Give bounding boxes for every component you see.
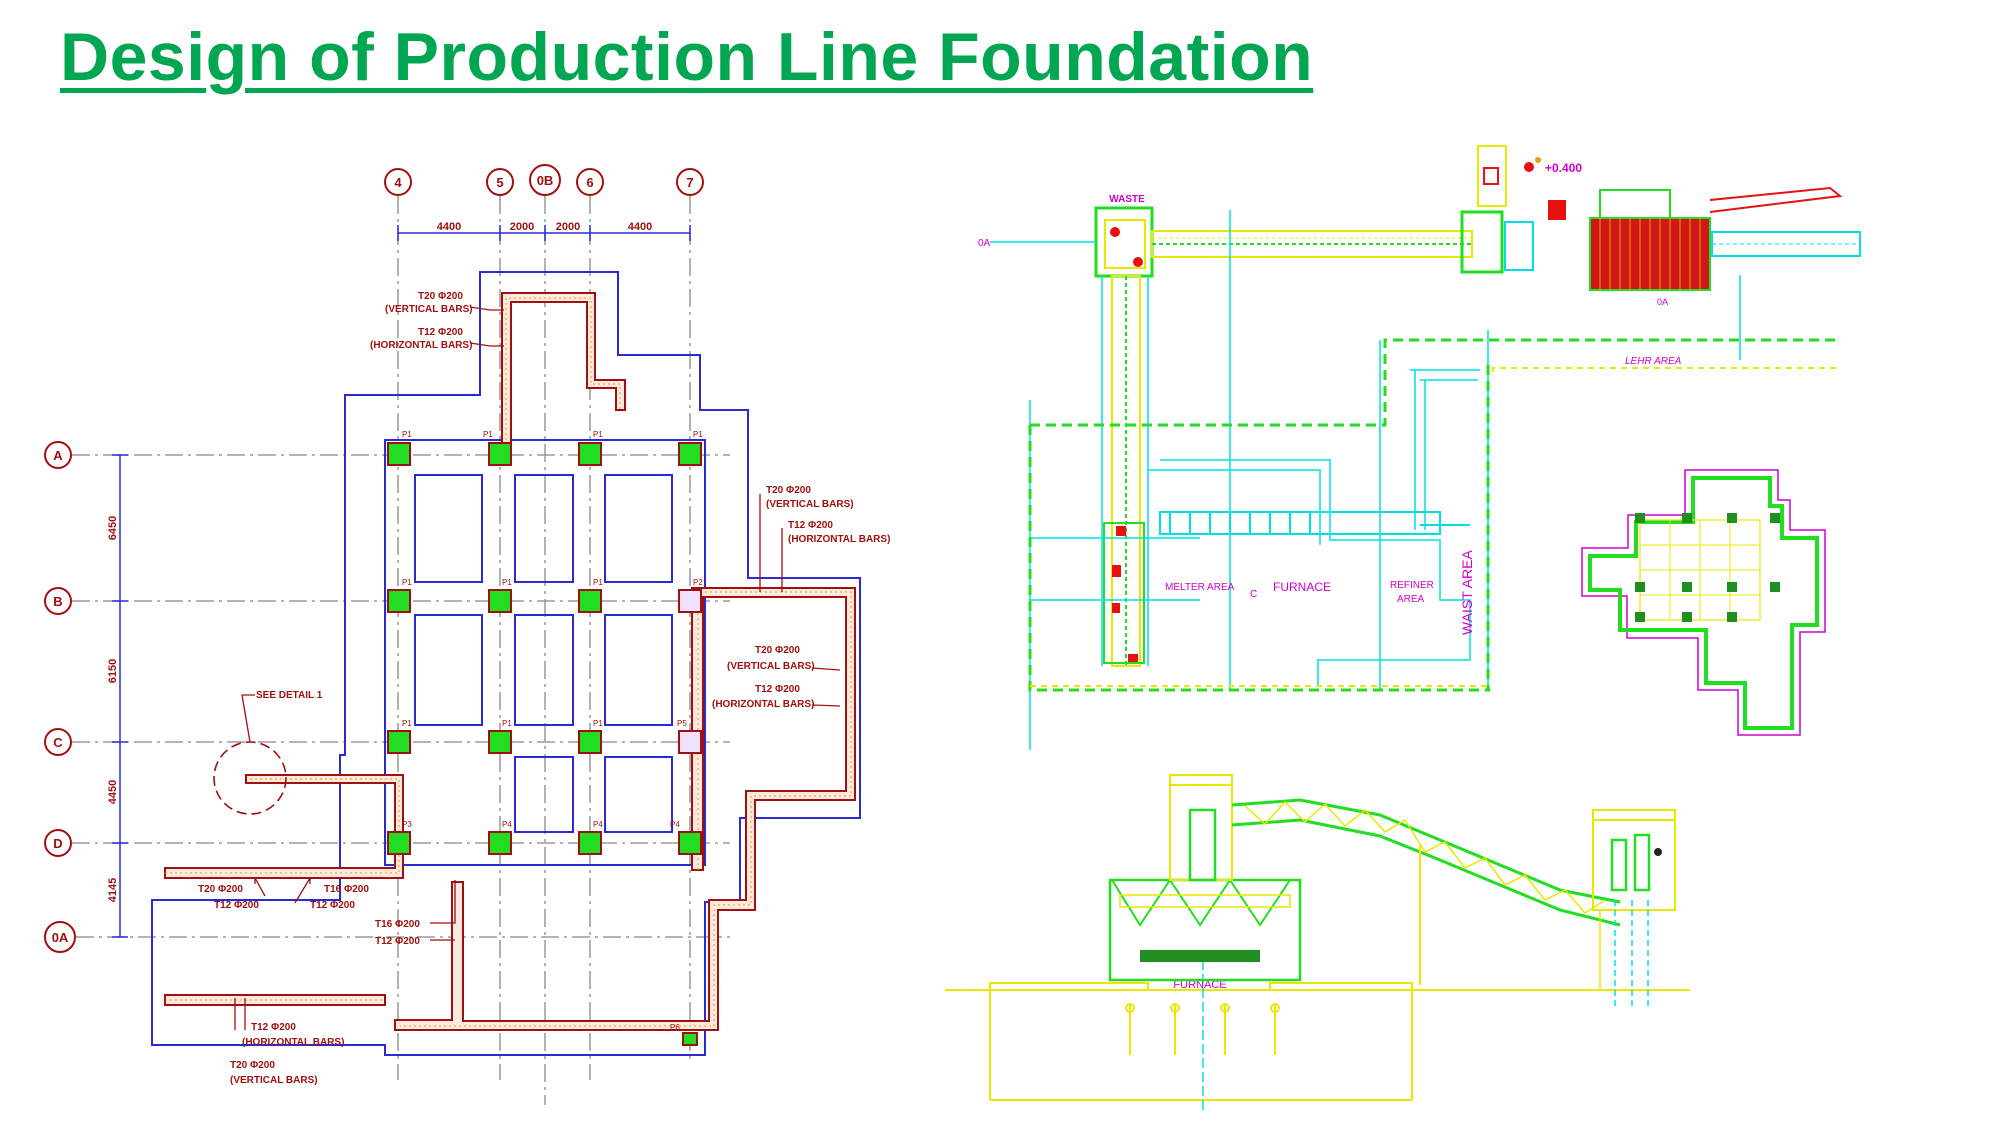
callout-text: T20 Φ200 — [198, 884, 243, 895]
grid-column-bubbles — [384, 164, 704, 196]
pit-boundary — [384, 439, 706, 866]
machine-box — [1477, 145, 1507, 207]
callout-text: T20 Φ200 — [766, 485, 811, 496]
callout-text: T12 Φ200 — [755, 684, 800, 695]
callout-text: (HORIZONTAL BARS) — [370, 340, 472, 351]
callout-text: T12 Φ200 — [375, 936, 420, 947]
refiner-label: REFINER — [1390, 580, 1434, 591]
dim-row-1: 6450 — [107, 516, 119, 540]
grid-lines — [72, 196, 730, 1105]
pile-label: P1 — [402, 719, 412, 728]
waste-label: WASTE — [1109, 194, 1145, 205]
grid-label-5: 5 — [496, 175, 503, 190]
elevation-label: +0.400 — [1545, 161, 1582, 175]
grid-bubble-6 — [576, 168, 604, 196]
callout-text: (VERTICAL BARS) — [766, 499, 854, 510]
grid-row-bubbles — [44, 441, 76, 953]
grid-bubble-b — [44, 587, 72, 615]
callout-text: T12 Φ200 — [214, 900, 259, 911]
centerline-label: C — [1250, 589, 1257, 600]
grid-label-6: 6 — [586, 175, 593, 190]
pile-label: P5 — [677, 719, 687, 728]
dim-col-3: 2000 — [556, 221, 580, 233]
pile-label: P3 — [402, 820, 412, 829]
piles: P1 P1 P1 P1 P1 P1 P1 P2 P1 P1 P1 P5 P3 P… — [387, 430, 703, 1046]
dimension-lines — [112, 225, 691, 938]
grid-label-0b: 0B — [537, 173, 554, 188]
grid-label-b: B — [53, 594, 62, 609]
wall-hatching — [165, 297, 852, 1027]
section-furnace-label: FURNACE — [1173, 979, 1226, 991]
grid-bubble-4 — [384, 168, 412, 196]
pile-label: P2 — [693, 578, 703, 587]
pile-label: P1 — [402, 578, 412, 587]
refiner-area-label: AREA — [1397, 594, 1425, 605]
callout-text: T20 Φ200 — [418, 291, 463, 302]
callout-text: T20 Φ200 — [230, 1060, 275, 1071]
pile-label: P4 — [593, 820, 603, 829]
callout-text: T12 Φ200 — [418, 327, 463, 338]
pile-label: P1 — [502, 719, 512, 728]
grid-bubble-5 — [486, 168, 514, 196]
see-detail-label: SEE DETAIL 1 — [256, 690, 323, 701]
section-view: FURNACE — [945, 774, 1690, 1110]
pit-boxes — [414, 474, 673, 833]
pile-label: P1 — [502, 578, 512, 587]
dim-row-4: 4145 — [107, 878, 119, 902]
grid-bubble-7 — [676, 168, 704, 196]
callout-text: (VERTICAL BARS) — [727, 661, 815, 672]
dim-col-2: 2000 — [510, 221, 534, 233]
grid-bubble-c — [44, 728, 72, 756]
pile-label: P1 — [483, 430, 493, 439]
callout-text: T16 Φ200 — [375, 919, 420, 930]
callout-text: T12 Φ200 — [251, 1022, 296, 1033]
callout-text: (HORIZONTAL BARS) — [788, 534, 890, 545]
callout-text: (VERTICAL BARS) — [385, 304, 473, 315]
dim-col-4: 4400 — [628, 221, 652, 233]
melter-area-label: MELTER AREA — [1165, 582, 1235, 593]
pile-label: P6 — [670, 1023, 680, 1032]
waist-area-label: WAIST AREA — [1459, 550, 1475, 635]
axis-left-label: 0A — [978, 238, 991, 249]
pile-label: P1 — [593, 578, 603, 587]
dim-col-1: 4400 — [437, 221, 461, 233]
dim-row-2: 6150 — [107, 659, 119, 683]
lehr-area-label: LEHR AREA — [1625, 356, 1682, 367]
pile-label: P4 — [502, 820, 512, 829]
grid-bubble-0a — [44, 921, 76, 953]
pile-label: P4 — [670, 820, 680, 829]
callout-text: (VERTICAL BARS) — [230, 1075, 318, 1086]
callout-leaders — [234, 306, 841, 1030]
callout-text: T20 Φ200 — [755, 645, 800, 656]
grid-label-c: C — [53, 735, 63, 750]
grid-label-7: 7 — [686, 175, 693, 190]
callout-text: (HORIZONTAL BARS) — [712, 699, 814, 710]
callout-text: (HORIZONTAL BARS) — [242, 1037, 344, 1048]
pile-label: P1 — [693, 430, 703, 439]
callout-text: T12 Φ200 — [788, 520, 833, 531]
callout-text: T16 Φ200 — [324, 884, 369, 895]
foundation-plan: 4 5 0B 6 7 A B C D 0A — [44, 164, 890, 1105]
grid-bubble-a — [44, 441, 72, 469]
pile-label: P1 — [593, 430, 603, 439]
grid-label-d: D — [53, 836, 62, 851]
pile-label: P1 — [402, 430, 412, 439]
foundation-footprint — [1581, 469, 1826, 736]
grid-bubble-d — [44, 829, 72, 857]
slide-title: Design of Production Line Foundation — [60, 19, 1314, 95]
pile-label: P1 — [593, 719, 603, 728]
grid-label-a: A — [53, 448, 63, 463]
dim-row-3: 4450 — [107, 780, 119, 804]
layout-plan: WASTE +0.400 — [978, 145, 1861, 750]
furnace-label: FURNACE — [1273, 580, 1331, 594]
horizontal-conveyor — [1151, 230, 1473, 258]
axis-mid-label: 0A — [1657, 297, 1668, 307]
callout-text: T12 Φ200 — [310, 900, 355, 911]
grid-label-0a: 0A — [52, 930, 69, 945]
grid-label-4: 4 — [394, 175, 402, 190]
foundation-outline — [151, 271, 861, 1056]
grid-bubble-0b — [529, 164, 561, 196]
